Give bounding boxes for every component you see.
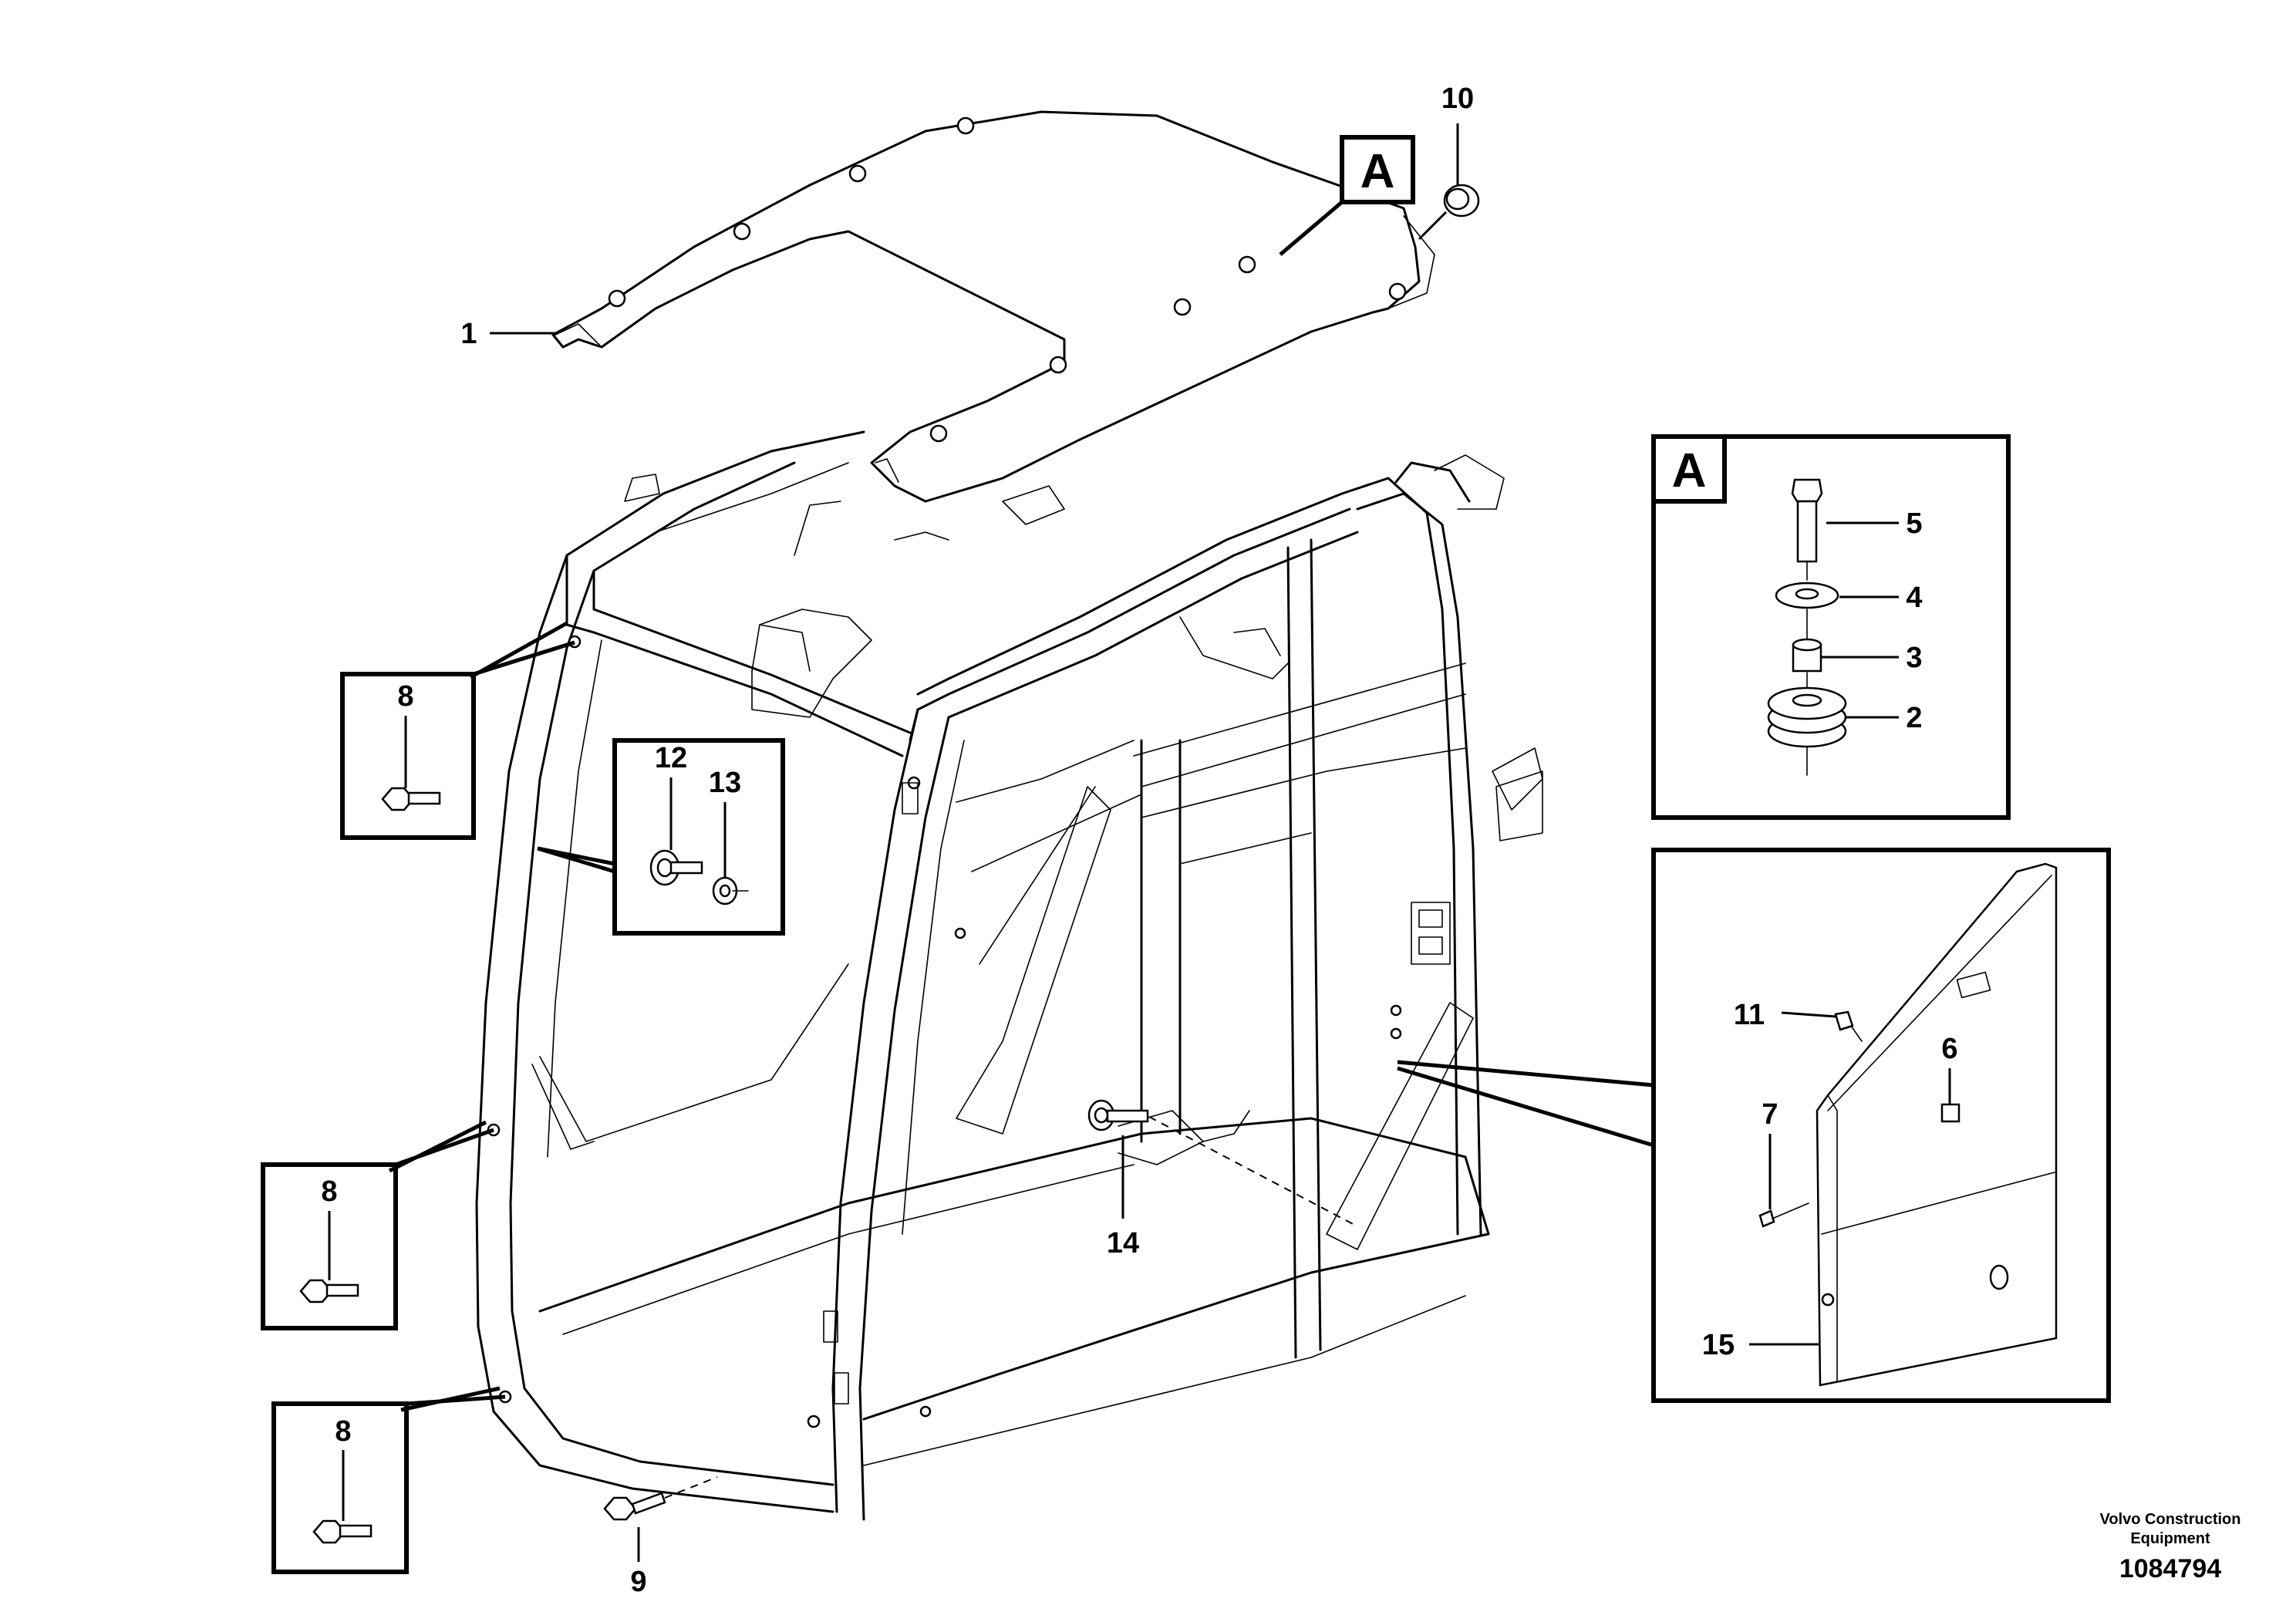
detail-box-8-top: 8 [340,621,575,840]
callout-13-label: 13 [709,767,741,799]
plug-part-10 [1418,123,1480,241]
cab-frame [475,430,1543,1521]
callout-3-label: 3 [1906,642,1922,674]
detail-ref-a: A [1279,135,1415,256]
detail-box-12-13: 12 13 [537,738,785,936]
callout-1: 1 [460,318,555,350]
callout-14-label: 14 [1107,1227,1139,1259]
callout-5-label: 5 [1906,508,1922,540]
detail-box-panel: 6 11 7 15 [1397,848,2111,1403]
detail-box-a-label: A [1672,444,1707,497]
callout-6-label: 6 [1941,1033,1957,1065]
callout-4-label: 4 [1906,582,1922,614]
detail-box-8-middle: 8 [261,1120,494,1330]
callout-1-label: 1 [460,318,477,350]
callout-10-label: 10 [1441,83,1474,115]
callout-15-label: 15 [1702,1329,1735,1361]
roof-panel [551,110,1435,503]
detail-ref-a-label: A [1360,145,1395,198]
callout-9-label: 9 [630,1566,646,1598]
callout-8a-label: 8 [397,680,413,713]
bolt-part-9: 9 [603,1476,718,1598]
bolt-part-14: 14 [1087,1099,1358,1259]
document-number: 1084794 [2119,1554,2221,1583]
callout-8b-label: 8 [321,1175,337,1208]
credit-line-1: Volvo Construction [2100,1511,2241,1528]
callout-8c-label: 8 [335,1415,351,1448]
callout-7-label: 7 [1762,1098,1778,1131]
credit-block: Volvo Construction Equipment 1084794 [2100,1511,2241,1583]
callout-12-label: 12 [655,742,687,774]
callout-2-label: 2 [1906,702,1922,734]
callout-11-label: 11 [1734,999,1765,1031]
detail-box-8-bottom: 8 [271,1386,506,1574]
detail-box-a: A 5 4 3 2 [1651,434,2011,820]
credit-line-2: Equipment [2130,1530,2210,1547]
